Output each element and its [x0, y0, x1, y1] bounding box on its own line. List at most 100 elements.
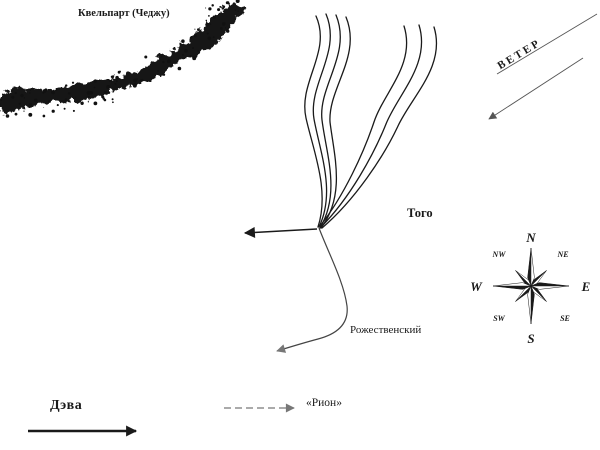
compass-ne-label: NE — [556, 250, 568, 259]
stipple-dot — [63, 107, 66, 110]
togo-label: Того — [407, 206, 433, 220]
stipple-dot — [166, 59, 171, 64]
stipple-dot — [48, 100, 51, 103]
stipple-dot — [0, 103, 1, 105]
stipple-dot — [144, 55, 148, 59]
stipple-dot — [33, 98, 38, 103]
stipple-dot — [11, 95, 15, 99]
stipple-dot — [217, 8, 221, 12]
island-quelpart — [0, 0, 244, 118]
stipple-dot — [136, 78, 139, 80]
stipple-dot — [14, 112, 18, 116]
island-body — [0, 2, 244, 116]
stipple-dot — [75, 96, 77, 98]
stipple-dot — [89, 91, 94, 95]
stipple-dot — [225, 29, 230, 33]
compass-nw-label: NW — [492, 250, 507, 259]
stipple-dot — [80, 101, 84, 105]
wind-line — [496, 13, 598, 75]
compass-se-label: SE — [560, 314, 570, 323]
stipple-dot — [55, 88, 58, 91]
stipple-dot — [67, 92, 71, 95]
stipple-dot — [0, 99, 2, 101]
rion-label: «Рион» — [306, 397, 342, 409]
stipple-dot — [115, 80, 118, 83]
stipple-dot — [18, 109, 20, 111]
stipple-dot — [23, 97, 25, 99]
wind-arrow — [488, 57, 584, 120]
stipple-dot — [64, 84, 68, 87]
stipple-dot — [209, 23, 212, 25]
stipple-dot — [119, 70, 122, 73]
stipple-dot — [181, 39, 185, 43]
stipple-dot — [224, 27, 227, 29]
stipple-dot — [56, 104, 59, 107]
stipple-dot — [192, 56, 197, 61]
stipple-dot — [87, 98, 89, 100]
stipple-dot — [87, 95, 90, 98]
compass-sw-label: SW — [493, 314, 505, 323]
stipple-dot — [157, 70, 159, 72]
stipple-dot — [205, 22, 210, 27]
stipple-dot — [93, 79, 98, 83]
stipple-dot — [208, 15, 210, 17]
stipple-dot — [212, 36, 215, 38]
stipple-dot — [71, 81, 75, 84]
rozhestvensky-label: Рожественский — [350, 324, 421, 336]
stipple-dot — [206, 32, 209, 35]
compass-e-label: E — [581, 279, 591, 294]
compass-star — [492, 247, 570, 325]
stipple-dot — [162, 73, 166, 76]
stipple-dot — [56, 99, 59, 101]
stipple-dot — [108, 80, 111, 82]
stipple-dot — [51, 109, 55, 113]
compass-n-label: N — [525, 230, 536, 245]
stipple-dot — [23, 110, 25, 112]
stipple-dot — [102, 97, 105, 100]
stipple-dot — [237, 10, 239, 13]
track-line — [321, 26, 438, 229]
stipple-dot — [5, 114, 10, 118]
stipple-dot — [222, 5, 226, 8]
stipple-dot — [177, 66, 182, 71]
compass-s-label: S — [527, 331, 534, 346]
stipple-dot — [110, 76, 113, 78]
stipple-dot — [42, 114, 46, 118]
track-line — [319, 25, 408, 227]
stipple-dot — [98, 79, 101, 82]
stipple-dot — [93, 101, 98, 106]
stipple-dot — [140, 78, 144, 82]
stipple-dot — [87, 101, 90, 103]
stipple-dot — [28, 112, 33, 117]
track-line — [320, 24, 423, 228]
stipple-dot — [181, 53, 184, 56]
dewa-label: Дэва — [50, 398, 82, 413]
stipple-dot — [117, 88, 119, 90]
stipple-dot — [197, 50, 199, 52]
stipple-dot — [29, 92, 31, 94]
compass-w-label: W — [470, 279, 483, 294]
track-line — [304, 15, 323, 228]
dewa-group: Дэва — [28, 398, 138, 437]
stipple-dot — [221, 22, 226, 26]
stipple-dot — [103, 91, 108, 95]
stipple-dot — [205, 7, 207, 9]
stipple-dot — [189, 36, 193, 39]
rion-group: «Рион» — [224, 397, 342, 413]
track-line — [320, 16, 351, 229]
stipple-dot — [20, 93, 24, 98]
stipple-dot — [28, 103, 33, 107]
stipple-dot — [189, 55, 192, 58]
island-stipple-dots — [0, 0, 240, 118]
stipple-dot — [106, 85, 111, 89]
stipple-dot — [207, 36, 212, 41]
track-line — [312, 13, 331, 228]
stipple-dot — [194, 28, 196, 30]
compass-point — [515, 270, 532, 287]
stipple-dot — [72, 109, 75, 112]
togo-turn-arrow — [243, 226, 318, 238]
stipple-dot — [14, 91, 17, 95]
stipple-dot — [115, 75, 119, 80]
